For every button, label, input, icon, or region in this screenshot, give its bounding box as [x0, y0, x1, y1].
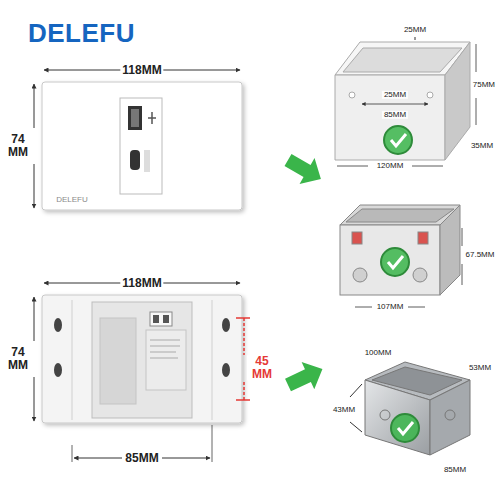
dimension-label: 85MM — [123, 452, 160, 465]
watermark: DELEFU — [54, 196, 90, 204]
dimension-label: 118MM — [120, 277, 163, 290]
box-dimension: 35MM — [469, 142, 495, 150]
box-dimension: 25MM — [402, 26, 428, 34]
box-dimension: 67.5MM — [464, 251, 497, 259]
back-plate — [42, 295, 242, 423]
white-wall-box — [335, 37, 470, 160]
box-dimension-lines — [337, 44, 476, 307]
check-mark — [381, 126, 419, 442]
box-dimension: 85MM — [442, 466, 468, 474]
box-dimension: 100MM — [363, 349, 394, 357]
dimension-label: 74 MM — [4, 133, 32, 158]
dimension-label: 74 MM — [4, 346, 32, 371]
dimension-label: 45 MM — [247, 355, 277, 380]
box-dimension: 120MM — [375, 162, 406, 170]
box-dimension: 53MM — [467, 364, 493, 372]
metal-wall-box — [350, 362, 470, 455]
box-dimension: 25MM — [382, 91, 408, 99]
front-plate — [42, 82, 242, 210]
grey-wall-box — [340, 205, 460, 295]
brand-title: DELEFU — [28, 18, 135, 49]
box-dimension: 85MM — [382, 111, 408, 119]
box-dimension: 107MM — [375, 303, 406, 311]
box-dimension: 75MM — [471, 81, 497, 89]
green-arrow — [281, 147, 329, 399]
box-dimension: 43MM — [331, 406, 357, 414]
dimension-label: 118MM — [120, 64, 163, 77]
